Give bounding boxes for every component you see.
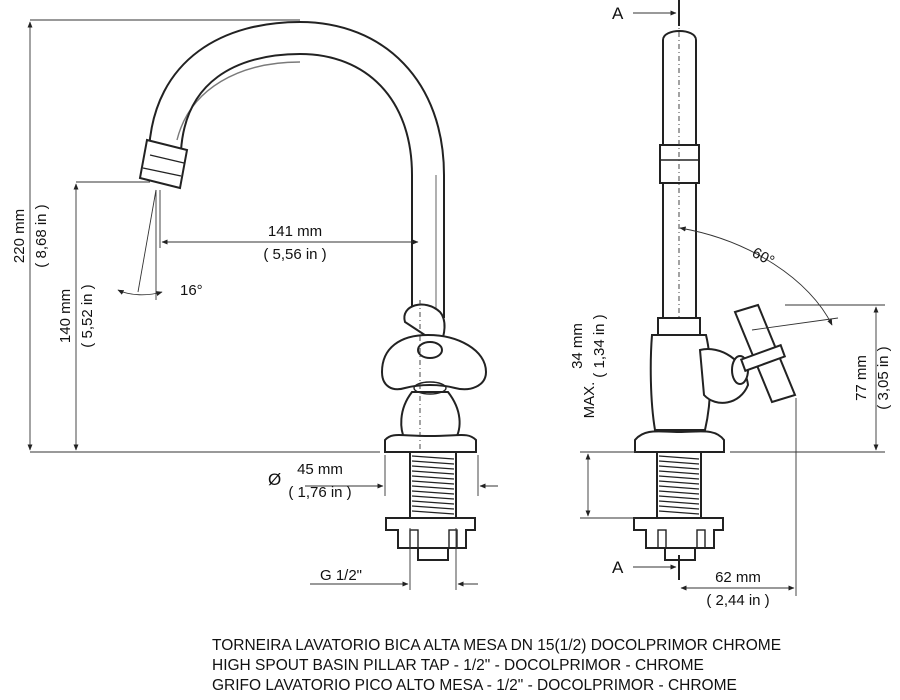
thread-line [658,495,700,500]
front-nut [385,517,476,549]
front-view: 220 mm ( 8,68 in ) 140 mm ( 5,52 in ) 14… [11,19,498,590]
thread-label: G 1/2" [320,567,362,584]
thread-line [658,485,700,490]
title-line-pt: TORNEIRA LAVATORIO BICA ALTA MESA DN 15(… [212,637,782,654]
height-total-in: ( 8,68 in ) [33,204,50,267]
reach-in: ( 5,56 in ) [263,246,326,263]
spout-angle: 16° [180,282,203,299]
side-view: A A 60° MAX. 34 mm ( 1,34 in ) 77 mm ( 3… [569,0,892,609]
handle-angle: 60° [749,244,777,270]
thread-line [658,470,700,475]
thread-line [658,505,700,510]
side-riser [662,182,697,319]
thread-line [658,480,700,485]
cross-handle [380,333,488,391]
height-spout-mm: 140 mm [57,289,74,343]
max-thickness-in: ( 1,34 in ) [591,314,608,377]
thread-line [411,485,455,490]
side-aerator [659,144,700,184]
thread-line [411,500,455,505]
side-spout-tip [662,30,697,146]
thread-line [658,490,700,495]
thread-line [658,455,700,460]
max-prefix: MAX. [581,382,598,419]
thread-line [411,455,455,460]
diameter-mm: 45 mm [297,461,343,478]
thread-line [658,510,700,515]
max-thickness-mm: 34 mm [569,323,586,369]
height-spout-in: ( 5,52 in ) [79,284,96,347]
thread-line [411,465,455,470]
front-base [384,434,477,453]
side-base [634,430,725,453]
base-width-in: ( 2,44 in ) [706,592,769,609]
front-body [380,300,488,470]
spout [138,20,445,318]
title-line-es: GRIFO LAVATORIO PICO ALTO MESA - 1/2" - … [212,677,737,694]
title-line-en: HIGH SPOUT BASIN PILLAR TAP - 1/2" - DOC… [212,657,704,674]
thread-line [658,465,700,470]
section-label-top: A [612,4,624,23]
thread-line [411,470,455,475]
thread-line [658,460,700,465]
thread-line [411,480,455,485]
thread-line [411,495,455,500]
diameter-symbol: Ø [268,470,281,489]
side-nut [633,517,724,549]
base-width-mm: 62 mm [715,569,761,586]
thread-line [411,490,455,495]
thread-line [411,505,455,510]
aerator [138,138,189,190]
thread-line [411,460,455,465]
handle-height-in: ( 3,05 in ) [875,346,892,409]
diameter-in: ( 1,76 in ) [288,484,351,501]
height-total-mm: 220 mm [11,209,28,263]
handle-height-mm: 77 mm [853,355,870,401]
thread-line [658,475,700,480]
thread-line [411,475,455,480]
front-shank [385,451,476,561]
thread-line [411,510,455,515]
section-label-bottom: A [612,558,624,577]
thread-line [658,500,700,505]
reach-mm: 141 mm [268,223,322,240]
